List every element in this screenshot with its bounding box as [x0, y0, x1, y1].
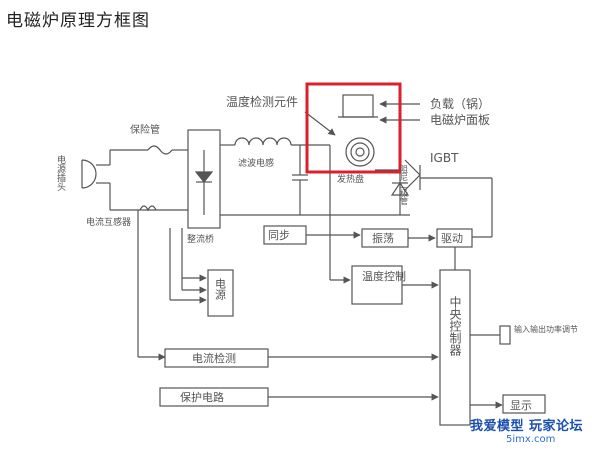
filter-inductor-label: 滤波电感 — [238, 157, 274, 169]
plug-icon — [81, 159, 97, 189]
current-detect-label: 电流检测 — [192, 351, 236, 365]
load-label: 负载（锅） — [430, 96, 490, 111]
power-adjust-label: 输入输出功率调节 — [514, 324, 578, 334]
pan-icon — [342, 94, 374, 118]
power-adjust-block — [499, 325, 511, 345]
power-supply-label: 电源 — [214, 278, 227, 301]
diagram-title: 电磁炉原理方框图 — [6, 11, 150, 31]
inductor-symbol — [234, 137, 292, 146]
cpu-label: 中央控制器 — [448, 295, 462, 357]
igbt-label: IGBT — [430, 151, 459, 165]
damper-label: 阻尼二极管 — [400, 165, 409, 206]
fuse-label: 保险管 — [130, 123, 160, 136]
oscillator-label: 振荡 — [372, 231, 394, 245]
protection-label: 保护电路 — [180, 390, 224, 404]
temp-sensor-label: 温度检测元件 — [226, 94, 298, 109]
bridge-label: 整流桥 — [187, 233, 214, 245]
temp-control-label: 温度控制 — [362, 269, 406, 283]
coil-icon — [345, 137, 375, 167]
sync-label: 同步 — [268, 229, 290, 242]
driver-label: 驱动 — [441, 232, 463, 245]
fuse-symbol — [147, 145, 173, 155]
coil-label: 发热盘 — [337, 173, 364, 185]
display-label: 显示 — [510, 399, 532, 412]
power-supply-block — [207, 269, 234, 317]
watermark-url: 5imx.com — [506, 434, 556, 445]
current-transformer-label: 电流互感器 — [86, 216, 131, 228]
current-detect-block — [164, 348, 269, 368]
plug-label: 电源插头 — [55, 154, 66, 192]
highlight-box — [305, 82, 402, 174]
cpu-block — [439, 269, 471, 426]
display-block — [502, 394, 546, 414]
bridge-rectifier-block — [187, 129, 221, 229]
panel-label: 电磁炉面板 — [430, 112, 490, 127]
watermark-text: 我爱模型 玩家论坛 — [470, 419, 584, 434]
